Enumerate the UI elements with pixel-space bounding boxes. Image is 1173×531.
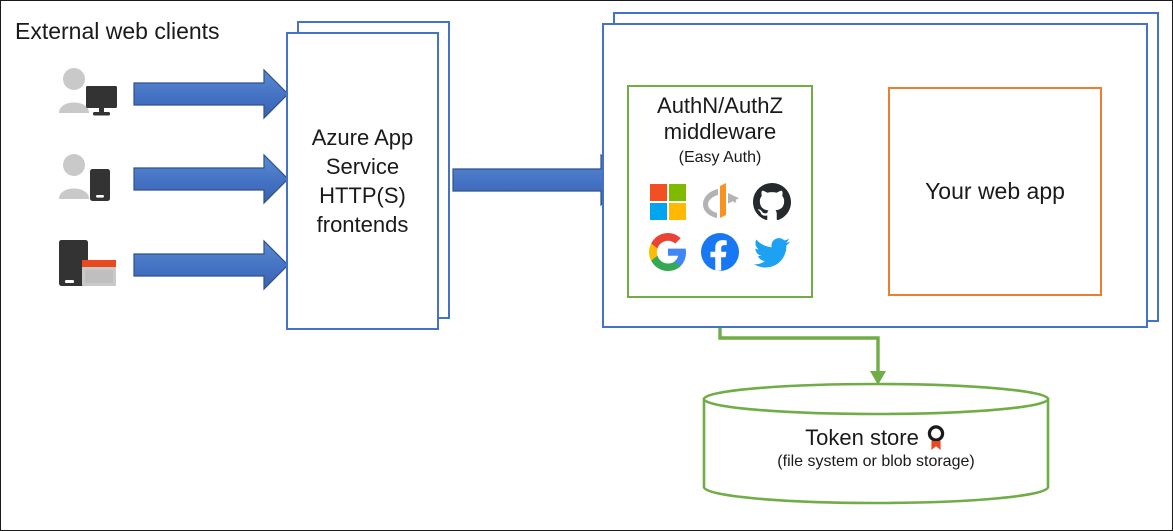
frontend-box[interactable]: Azure App Service HTTP(S) frontends: [286, 32, 439, 330]
user-desktop-icon: [59, 68, 117, 116]
middleware-title-line-2: middleware: [663, 119, 777, 145]
client-1-to-frontend-arrow: [133, 68, 289, 120]
web-app-label: Your web app: [925, 178, 1065, 204]
frontend-label-line-1: Azure App: [311, 124, 414, 150]
github-icon[interactable]: [752, 182, 792, 222]
middleware-subtitle: (Easy Auth): [678, 148, 762, 166]
client-3-to-frontend-arrow: [133, 239, 289, 291]
facebook-icon[interactable]: [700, 232, 740, 272]
frontend-label-line-4: frontends: [316, 212, 409, 238]
token-store[interactable]: Token store (file system or blob storage…: [701, 381, 1051, 505]
your-web-app-box[interactable]: Your web app: [888, 87, 1102, 296]
google-icon[interactable]: [648, 232, 688, 272]
microsoft-icon[interactable]: [648, 182, 688, 222]
client-row-2: [57, 153, 119, 207]
client-row-3: [57, 238, 119, 292]
client-row-1: [57, 67, 119, 121]
frontend-to-middleware-arrow: [452, 153, 628, 207]
frontend-label: Azure App Service HTTP(S) frontends: [312, 123, 414, 240]
clients-title: External web clients: [15, 18, 220, 44]
token-store-cylinder: [702, 382, 1050, 505]
client-2-to-frontend-arrow: [133, 153, 289, 205]
frontend-label-line-2: Service: [325, 153, 400, 179]
frontend-label-line-3: HTTP(S): [319, 183, 406, 208]
user-mobile-icon: [59, 154, 110, 201]
middleware-title-line-1: AuthN/AuthZ: [657, 93, 783, 118]
openid-connect-icon[interactable]: [700, 182, 740, 222]
identity-provider-grid: [642, 177, 798, 277]
twitter-icon[interactable]: [752, 232, 792, 272]
authn-authz-middleware-box[interactable]: AuthN/AuthZ middleware (Easy Auth): [627, 85, 813, 298]
tablet-browser-icon: [59, 240, 116, 286]
